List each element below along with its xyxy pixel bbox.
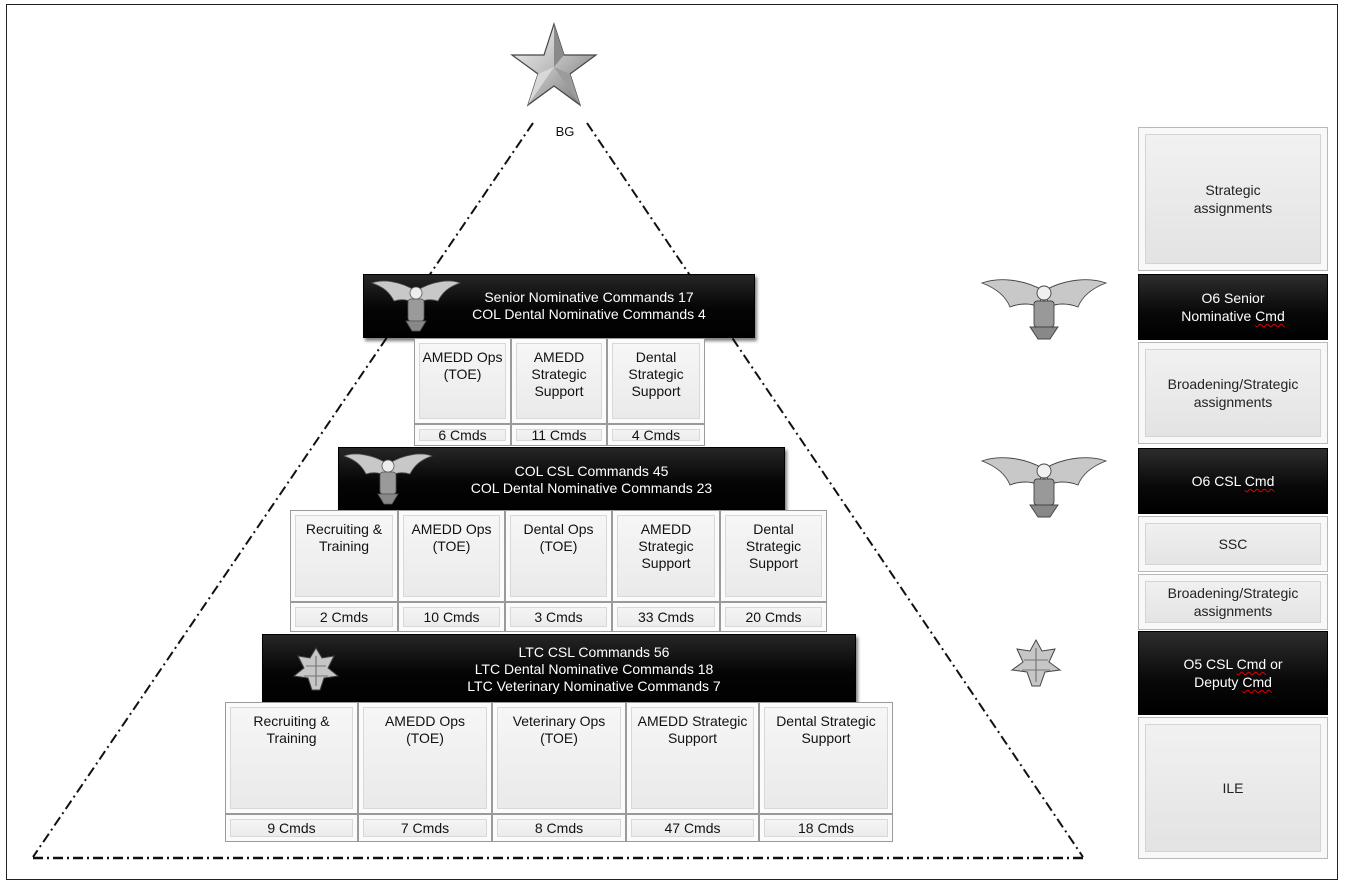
tier-cell-count: 33 Cmds (612, 602, 720, 632)
sidebar-strategic-assignments: Strategic assignments (1138, 127, 1328, 271)
tier-cell-name: Dental Strategic Support (759, 702, 893, 814)
tier-cell-count: 20 Cmds (720, 602, 827, 632)
tier-cell-name: Recruiting & Training (290, 510, 398, 602)
general-star-icon (510, 22, 598, 107)
band-line: COL CSL Commands 45 (514, 462, 669, 479)
sidebar-o6-senior-nominative: O6 Senior Nominative Cmd (1138, 274, 1328, 340)
oak-leaf-icon (1010, 638, 1062, 687)
apex-label: BG (555, 124, 575, 139)
sidebar-broadening-2: Broadening/Strategic assignments (1138, 574, 1328, 630)
tier-cell-count: 4 Cmds (607, 424, 705, 446)
tier-cell-count: 10 Cmds (398, 602, 505, 632)
tier-cell-count: 8 Cmds (492, 814, 626, 842)
tier-cell-count: 11 Cmds (511, 424, 607, 446)
tier-cell-count: 47 Cmds (626, 814, 759, 842)
band-line: COL Dental Nominative Commands 23 (470, 479, 713, 496)
sidebar-o6-csl: O6 CSL Cmd (1138, 448, 1328, 514)
sidebar-o5-csl: O5 CSL Cmd or Deputy Cmd (1138, 631, 1328, 715)
tier-cell-name: AMEDD Strategic Support (626, 702, 759, 814)
sidebar-ile: ILE (1138, 717, 1328, 859)
band-line: Senior Nominative Commands 17 (484, 289, 694, 305)
tier-cell-name: AMEDD Ops (TOE) (398, 510, 505, 602)
band-line: COL Dental Nominative Commands 4 (472, 306, 706, 322)
band-line: LTC Dental Nominative Commands 18 (474, 660, 714, 677)
tier-cell-name: AMEDD Strategic Support (612, 510, 720, 602)
sidebar-ssc: SSC (1138, 516, 1328, 572)
tier-cell-name: Veterinary Ops (TOE) (492, 702, 626, 814)
colonel-eagle-icon (980, 279, 1108, 340)
band-ltc-csl: LTC CSL Commands 56 LTC Dental Nominativ… (262, 634, 856, 704)
tier-cell-name: AMEDD Strategic Support (511, 338, 607, 424)
tier-cell-count: 2 Cmds (290, 602, 398, 632)
oak-leaf-icon (292, 647, 340, 691)
tier-cell-name: AMEDD Ops (TOE) (414, 338, 511, 424)
colonel-eagle-icon (370, 280, 462, 332)
tier-cell-name: Recruiting & Training (225, 702, 358, 814)
sidebar-broadening-1: Broadening/Strategic assignments (1138, 342, 1328, 444)
tier-cell-name: AMEDD Ops (TOE) (358, 702, 492, 814)
colonel-eagle-icon (342, 453, 434, 505)
tier-cell-count: 3 Cmds (505, 602, 612, 632)
tier-cell-count: 18 Cmds (759, 814, 893, 842)
colonel-eagle-icon (980, 457, 1108, 518)
band-line: LTC CSL Commands 56 (518, 643, 670, 660)
tier-cell-count: 9 Cmds (225, 814, 358, 842)
tier-cell-count: 7 Cmds (358, 814, 492, 842)
band-line: LTC Veterinary Nominative Commands 7 (467, 677, 721, 694)
tier-cell-count: 6 Cmds (414, 424, 511, 446)
tier-cell-name: Dental Strategic Support (607, 338, 705, 424)
pyramid-outline (32, 22, 1084, 860)
tier-cell-name: Dental Ops (TOE) (505, 510, 612, 602)
tier-cell-name: Dental Strategic Support (720, 510, 827, 602)
